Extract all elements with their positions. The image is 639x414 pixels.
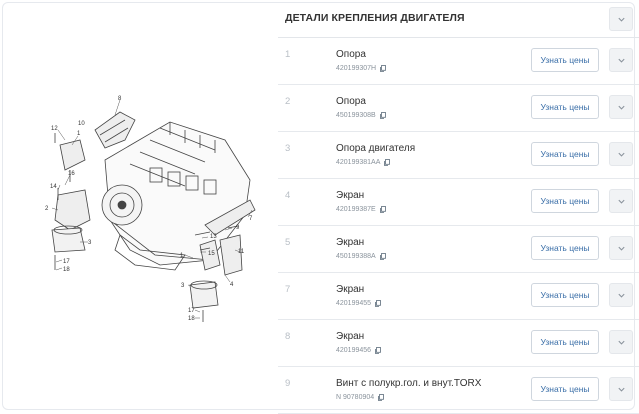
expand-row-button[interactable] xyxy=(609,189,633,213)
part-row: 3 Опора двигателя 420199381AA Узнать цен… xyxy=(278,132,639,179)
part-number: 420199456 xyxy=(336,347,381,354)
part-position: 5 xyxy=(285,237,291,248)
copy-icon[interactable] xyxy=(379,253,386,260)
expand-row-button[interactable] xyxy=(609,95,633,119)
expand-row-button[interactable] xyxy=(609,377,633,401)
expand-row-button[interactable] xyxy=(609,142,633,166)
diagram-callouts: 12 1 10 8 16 14 2 3 17 18 9 13 15 4 11 1… xyxy=(45,96,253,322)
part-position: 8 xyxy=(285,331,291,342)
callout-label: 18 xyxy=(188,316,195,322)
part-row: 7 Экран 420199455 Узнать цены xyxy=(278,273,639,320)
collapse-section-button[interactable] xyxy=(609,7,633,31)
get-prices-button[interactable]: Узнать цены xyxy=(531,142,599,166)
copy-icon[interactable] xyxy=(379,112,386,119)
part-number: N 90780904 xyxy=(336,394,385,401)
section-title: ДЕТАЛИ КРЕПЛЕНИЯ ДВИГАТЕЛЯ xyxy=(285,12,465,24)
expand-row-button[interactable] xyxy=(609,330,633,354)
chevron-down-icon xyxy=(617,58,625,63)
part-number: 420199381AA xyxy=(336,159,391,166)
part-row: 8 Экран 420199456 Узнать цены xyxy=(278,320,639,367)
part-position: 9 xyxy=(285,378,291,389)
chevron-down-icon xyxy=(617,17,625,22)
callout-label: 1 xyxy=(77,131,81,137)
chevron-down-icon xyxy=(617,152,625,157)
callout-label: 1 xyxy=(180,253,184,259)
part-position: 3 xyxy=(285,143,291,154)
get-prices-button[interactable]: Узнать цены xyxy=(531,48,599,72)
parts-header: ДЕТАЛИ КРЕПЛЕНИЯ ДВИГАТЕЛЯ xyxy=(278,0,639,38)
part-name[interactable]: Винт с полукр.гол. и внут.TORX xyxy=(336,378,482,389)
part-row: 5 Экран 450199388A Узнать цены xyxy=(278,226,639,273)
part-name[interactable]: Экран xyxy=(336,284,365,295)
expand-row-button[interactable] xyxy=(609,236,633,260)
copy-icon[interactable] xyxy=(384,159,391,166)
callout-label: 10 xyxy=(78,121,85,127)
part-position: 4 xyxy=(285,190,291,201)
part-row: 1 Опора 420199307H Узнать цены xyxy=(278,38,639,85)
part-number: 450199308B xyxy=(336,112,386,119)
copy-icon[interactable] xyxy=(379,206,386,213)
part-number: 420199307H xyxy=(336,65,386,72)
callout-label: 14 xyxy=(50,184,57,190)
callout-label: 12 xyxy=(51,126,58,132)
part-name[interactable]: Экран xyxy=(336,190,365,201)
part-name[interactable]: Опора двигателя xyxy=(336,143,416,154)
callout-label: 17 xyxy=(63,259,70,265)
callout-label: 2 xyxy=(45,206,49,212)
callout-label: 8 xyxy=(118,96,122,102)
get-prices-button[interactable]: Узнать цены xyxy=(531,189,599,213)
part-name[interactable]: Экран xyxy=(336,237,365,248)
chevron-down-icon xyxy=(617,340,625,345)
callout-label: 16 xyxy=(68,171,75,177)
callout-label: 3 xyxy=(181,283,185,289)
part-row: 2 Опора 450199308B Узнать цены xyxy=(278,85,639,132)
chevron-down-icon xyxy=(617,246,625,251)
part-position: 1 xyxy=(285,49,291,60)
callout-label: 17 xyxy=(188,308,195,314)
copy-icon[interactable] xyxy=(375,300,381,307)
chevron-down-icon xyxy=(617,387,625,392)
content-frame xyxy=(2,2,635,410)
callout-label: 4 xyxy=(230,282,234,288)
callout-label: 3 xyxy=(88,240,92,246)
part-row: 9 Винт с полукр.гол. и внут.TORX N 90780… xyxy=(278,367,639,414)
part-position: 7 xyxy=(285,284,291,295)
callout-label: 18 xyxy=(63,267,70,273)
chevron-down-icon xyxy=(617,293,625,298)
copy-icon[interactable] xyxy=(378,394,385,401)
callout-label: 13 xyxy=(210,234,217,240)
parts-panel: ДЕТАЛИ КРЕПЛЕНИЯ ДВИГАТЕЛЯ 1 Опора 42019… xyxy=(278,0,639,414)
get-prices-button[interactable]: Узнать цены xyxy=(531,236,599,260)
get-prices-button[interactable]: Узнать цены xyxy=(531,95,599,119)
chevron-down-icon xyxy=(617,199,625,204)
part-name[interactable]: Опора xyxy=(336,49,366,60)
callout-label: 15 xyxy=(208,251,215,257)
copy-icon[interactable] xyxy=(375,347,381,354)
callout-label: 11 xyxy=(238,249,245,255)
chevron-down-icon xyxy=(617,105,625,110)
part-number: 450199388A xyxy=(336,253,386,260)
part-name[interactable]: Экран xyxy=(336,331,365,342)
engine-mount-diagram[interactable]: 12 1 10 8 16 14 2 3 17 18 9 13 15 4 11 1… xyxy=(10,60,275,360)
get-prices-button[interactable]: Узнать цены xyxy=(531,377,599,401)
part-name[interactable]: Опора xyxy=(336,96,366,107)
expand-row-button[interactable] xyxy=(609,283,633,307)
part-row: 4 Экран 420199387E Узнать цены xyxy=(278,179,639,226)
get-prices-button[interactable]: Узнать цены xyxy=(531,330,599,354)
callout-label: 7 xyxy=(249,216,253,222)
part-position: 2 xyxy=(285,96,291,107)
expand-row-button[interactable] xyxy=(609,48,633,72)
callout-label: 9 xyxy=(236,225,240,231)
get-prices-button[interactable]: Узнать цены xyxy=(531,283,599,307)
part-number: 420199387E xyxy=(336,206,386,213)
copy-icon[interactable] xyxy=(380,65,386,72)
part-number: 420199455 xyxy=(336,300,381,307)
